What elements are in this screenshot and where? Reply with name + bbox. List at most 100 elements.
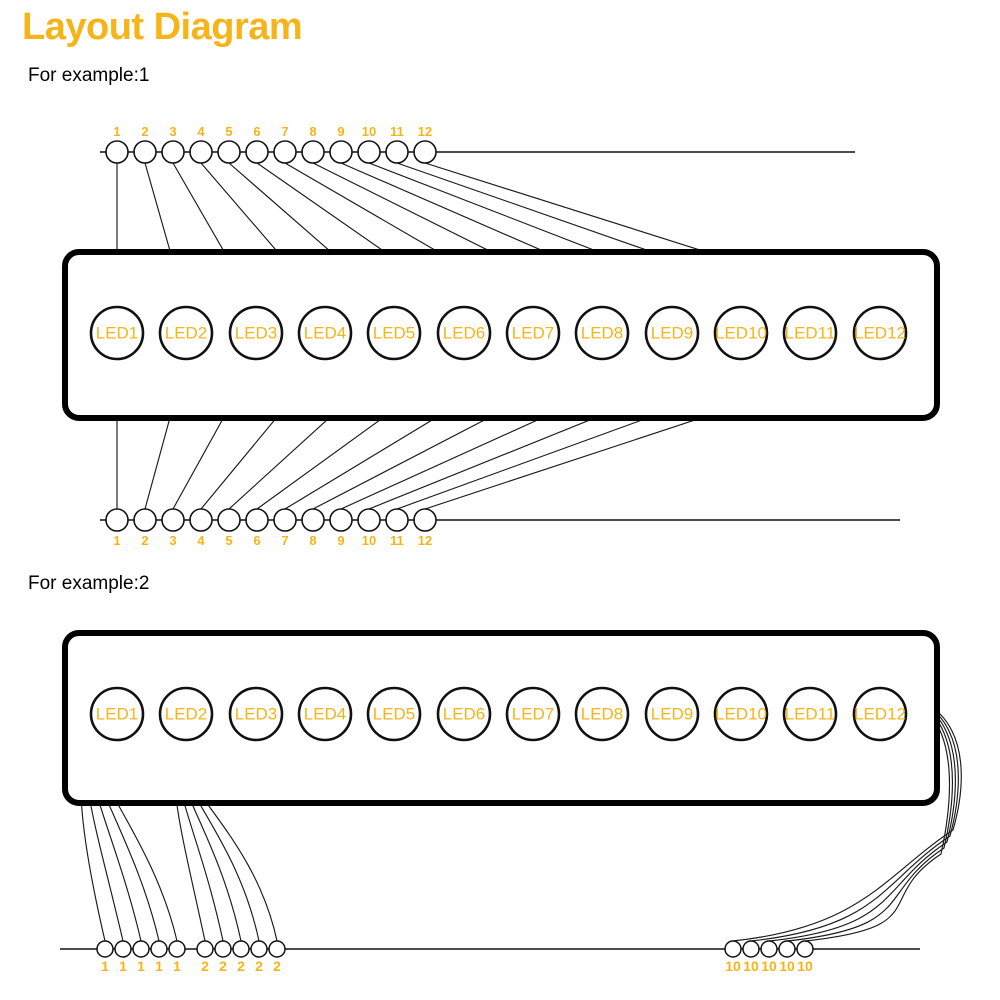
pin-bottom-11[interactable] bbox=[385, 508, 409, 532]
led-label-led10: LED10 bbox=[715, 704, 767, 723]
pin-bottom-5[interactable] bbox=[217, 508, 241, 532]
pin-top-10[interactable] bbox=[357, 140, 381, 164]
pin-group-1-4[interactable] bbox=[150, 940, 168, 958]
led-circle-led7 bbox=[505, 686, 561, 742]
pin-group-1-1[interactable] bbox=[96, 940, 114, 958]
led-circle-led9 bbox=[644, 305, 700, 361]
pin-top-3[interactable] bbox=[161, 140, 185, 164]
pin-group-10-5[interactable] bbox=[796, 940, 814, 958]
pin-label-group-10-4: 10 bbox=[779, 958, 795, 974]
pin-label-group-10-1: 10 bbox=[725, 958, 741, 974]
pin-bottom-2[interactable] bbox=[133, 508, 157, 532]
pin-group-2-2[interactable] bbox=[214, 940, 232, 958]
pin-top-11[interactable] bbox=[385, 140, 409, 164]
led-label-led5: LED5 bbox=[373, 704, 416, 723]
led-label-led11: LED11 bbox=[785, 704, 836, 723]
led-circle-led12 bbox=[852, 686, 908, 742]
pin-bottom-4[interactable] bbox=[189, 508, 213, 532]
pin-bottom-label-9: 9 bbox=[337, 533, 344, 548]
led-label-led6: LED6 bbox=[443, 704, 486, 723]
pin-bottom-label-3: 3 bbox=[169, 533, 176, 548]
pin-top-label-6: 6 bbox=[253, 124, 260, 139]
pin-label-group-1-1: 1 bbox=[101, 958, 109, 974]
pin-bottom-label-6: 6 bbox=[253, 533, 260, 548]
pin-group-10-3[interactable] bbox=[760, 940, 778, 958]
pin-top-1[interactable] bbox=[105, 140, 129, 164]
pin-top-4[interactable] bbox=[189, 140, 213, 164]
pin-group-10-4[interactable] bbox=[778, 940, 796, 958]
pin-bottom-label-8: 8 bbox=[309, 533, 316, 548]
pin-label-group-1-5: 1 bbox=[173, 958, 181, 974]
pin-group-2-4[interactable] bbox=[250, 940, 268, 958]
pin-top-label-8: 8 bbox=[309, 124, 316, 139]
pin-label-group-10-5: 10 bbox=[797, 958, 813, 974]
pin-label-group-2-5: 2 bbox=[273, 958, 281, 974]
led-label-led7: LED7 bbox=[512, 704, 555, 723]
led-circle-led6 bbox=[436, 686, 492, 742]
led-label-led3: LED3 bbox=[235, 704, 278, 723]
pin-bottom-label-10: 10 bbox=[362, 533, 376, 548]
pin-bottom-12[interactable] bbox=[413, 508, 437, 532]
pin-bottom-7[interactable] bbox=[273, 508, 297, 532]
enclosure-example-1 bbox=[62, 249, 940, 421]
pin-top-label-5: 5 bbox=[225, 124, 232, 139]
led-label-led9: LED9 bbox=[651, 704, 694, 723]
pin-top-12[interactable] bbox=[413, 140, 437, 164]
pin-bottom-10[interactable] bbox=[357, 508, 381, 532]
pin-bottom-3[interactable] bbox=[161, 508, 185, 532]
pin-bottom-6[interactable] bbox=[245, 508, 269, 532]
pin-top-label-12: 12 bbox=[418, 124, 432, 139]
pin-group-1-2[interactable] bbox=[114, 940, 132, 958]
pin-top-5[interactable] bbox=[217, 140, 241, 164]
led-circle-led10 bbox=[713, 305, 769, 361]
pin-bottom-label-1: 1 bbox=[113, 533, 120, 548]
pin-label-group-2-4: 2 bbox=[255, 958, 263, 974]
pin-bottom-label-12: 12 bbox=[418, 533, 432, 548]
pin-label-group-1-4: 1 bbox=[155, 958, 163, 974]
led-circle-led12 bbox=[852, 305, 908, 361]
pin-bottom-label-7: 7 bbox=[281, 533, 288, 548]
led-circle-led9 bbox=[644, 686, 700, 742]
led-circle-led1 bbox=[89, 305, 145, 361]
led-circle-led3 bbox=[228, 686, 284, 742]
led-circle-led1 bbox=[89, 686, 145, 742]
pin-top-7[interactable] bbox=[273, 140, 297, 164]
pin-label-group-2-1: 2 bbox=[201, 958, 209, 974]
pin-bottom-1[interactable] bbox=[105, 508, 129, 532]
led-circle-led8 bbox=[574, 686, 630, 742]
led-label-led3: LED3 bbox=[235, 323, 278, 342]
pin-label-group-10-2: 10 bbox=[743, 958, 759, 974]
led-circle-led3 bbox=[228, 305, 284, 361]
led-circle-led10 bbox=[713, 686, 769, 742]
pin-group-10-1[interactable] bbox=[724, 940, 742, 958]
pin-bottom-label-5: 5 bbox=[225, 533, 232, 548]
pin-bottom-8[interactable] bbox=[301, 508, 325, 532]
pin-top-8[interactable] bbox=[301, 140, 325, 164]
enclosure-example-2 bbox=[62, 630, 940, 806]
pin-top-2[interactable] bbox=[133, 140, 157, 164]
pin-bottom-label-11: 11 bbox=[390, 533, 404, 548]
pin-group-2-3[interactable] bbox=[232, 940, 250, 958]
pin-top-label-7: 7 bbox=[281, 124, 288, 139]
pin-group-10-2[interactable] bbox=[742, 940, 760, 958]
led-circle-led11 bbox=[782, 305, 838, 361]
led-circle-led11 bbox=[782, 686, 838, 742]
pin-label-group-2-3: 2 bbox=[237, 958, 245, 974]
pin-group-1-3[interactable] bbox=[132, 940, 150, 958]
led-label-led11: LED11 bbox=[785, 323, 836, 342]
pin-group-1-5[interactable] bbox=[168, 940, 186, 958]
pin-top-label-4: 4 bbox=[197, 124, 205, 139]
pin-top-9[interactable] bbox=[329, 140, 353, 164]
section-label-example-1: For example:1 bbox=[28, 65, 150, 86]
led-label-led6: LED6 bbox=[443, 323, 486, 342]
pin-group-2-5[interactable] bbox=[268, 940, 286, 958]
pin-bottom-9[interactable] bbox=[329, 508, 353, 532]
pin-group-2-1[interactable] bbox=[196, 940, 214, 958]
pin-top-6[interactable] bbox=[245, 140, 269, 164]
pin-top-label-11: 11 bbox=[390, 124, 404, 139]
